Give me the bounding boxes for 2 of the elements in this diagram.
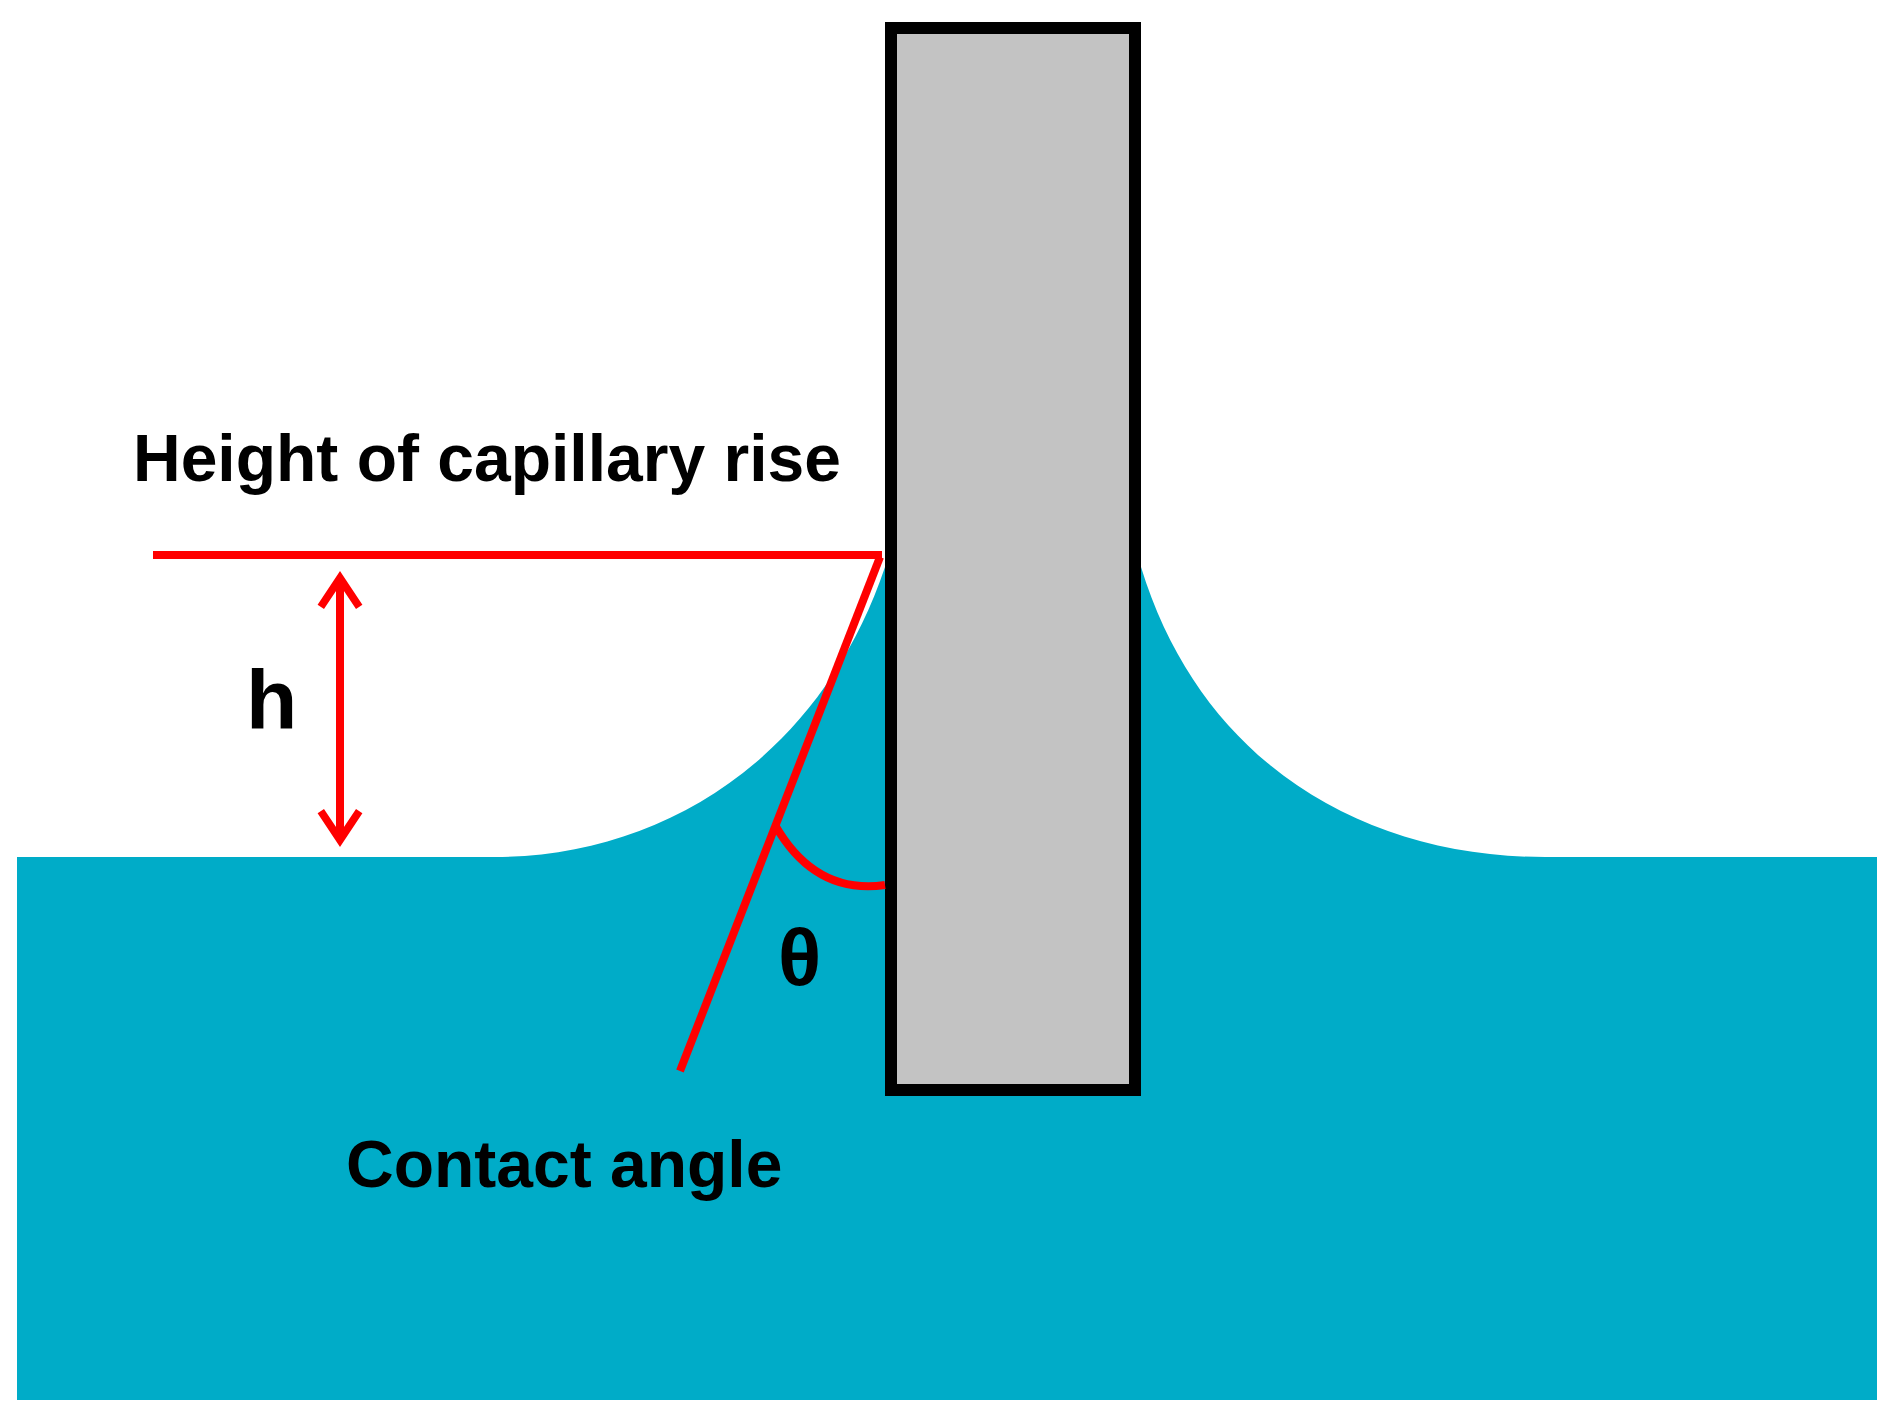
- angle-symbol: θ: [778, 918, 822, 998]
- height-symbol: h: [246, 658, 298, 742]
